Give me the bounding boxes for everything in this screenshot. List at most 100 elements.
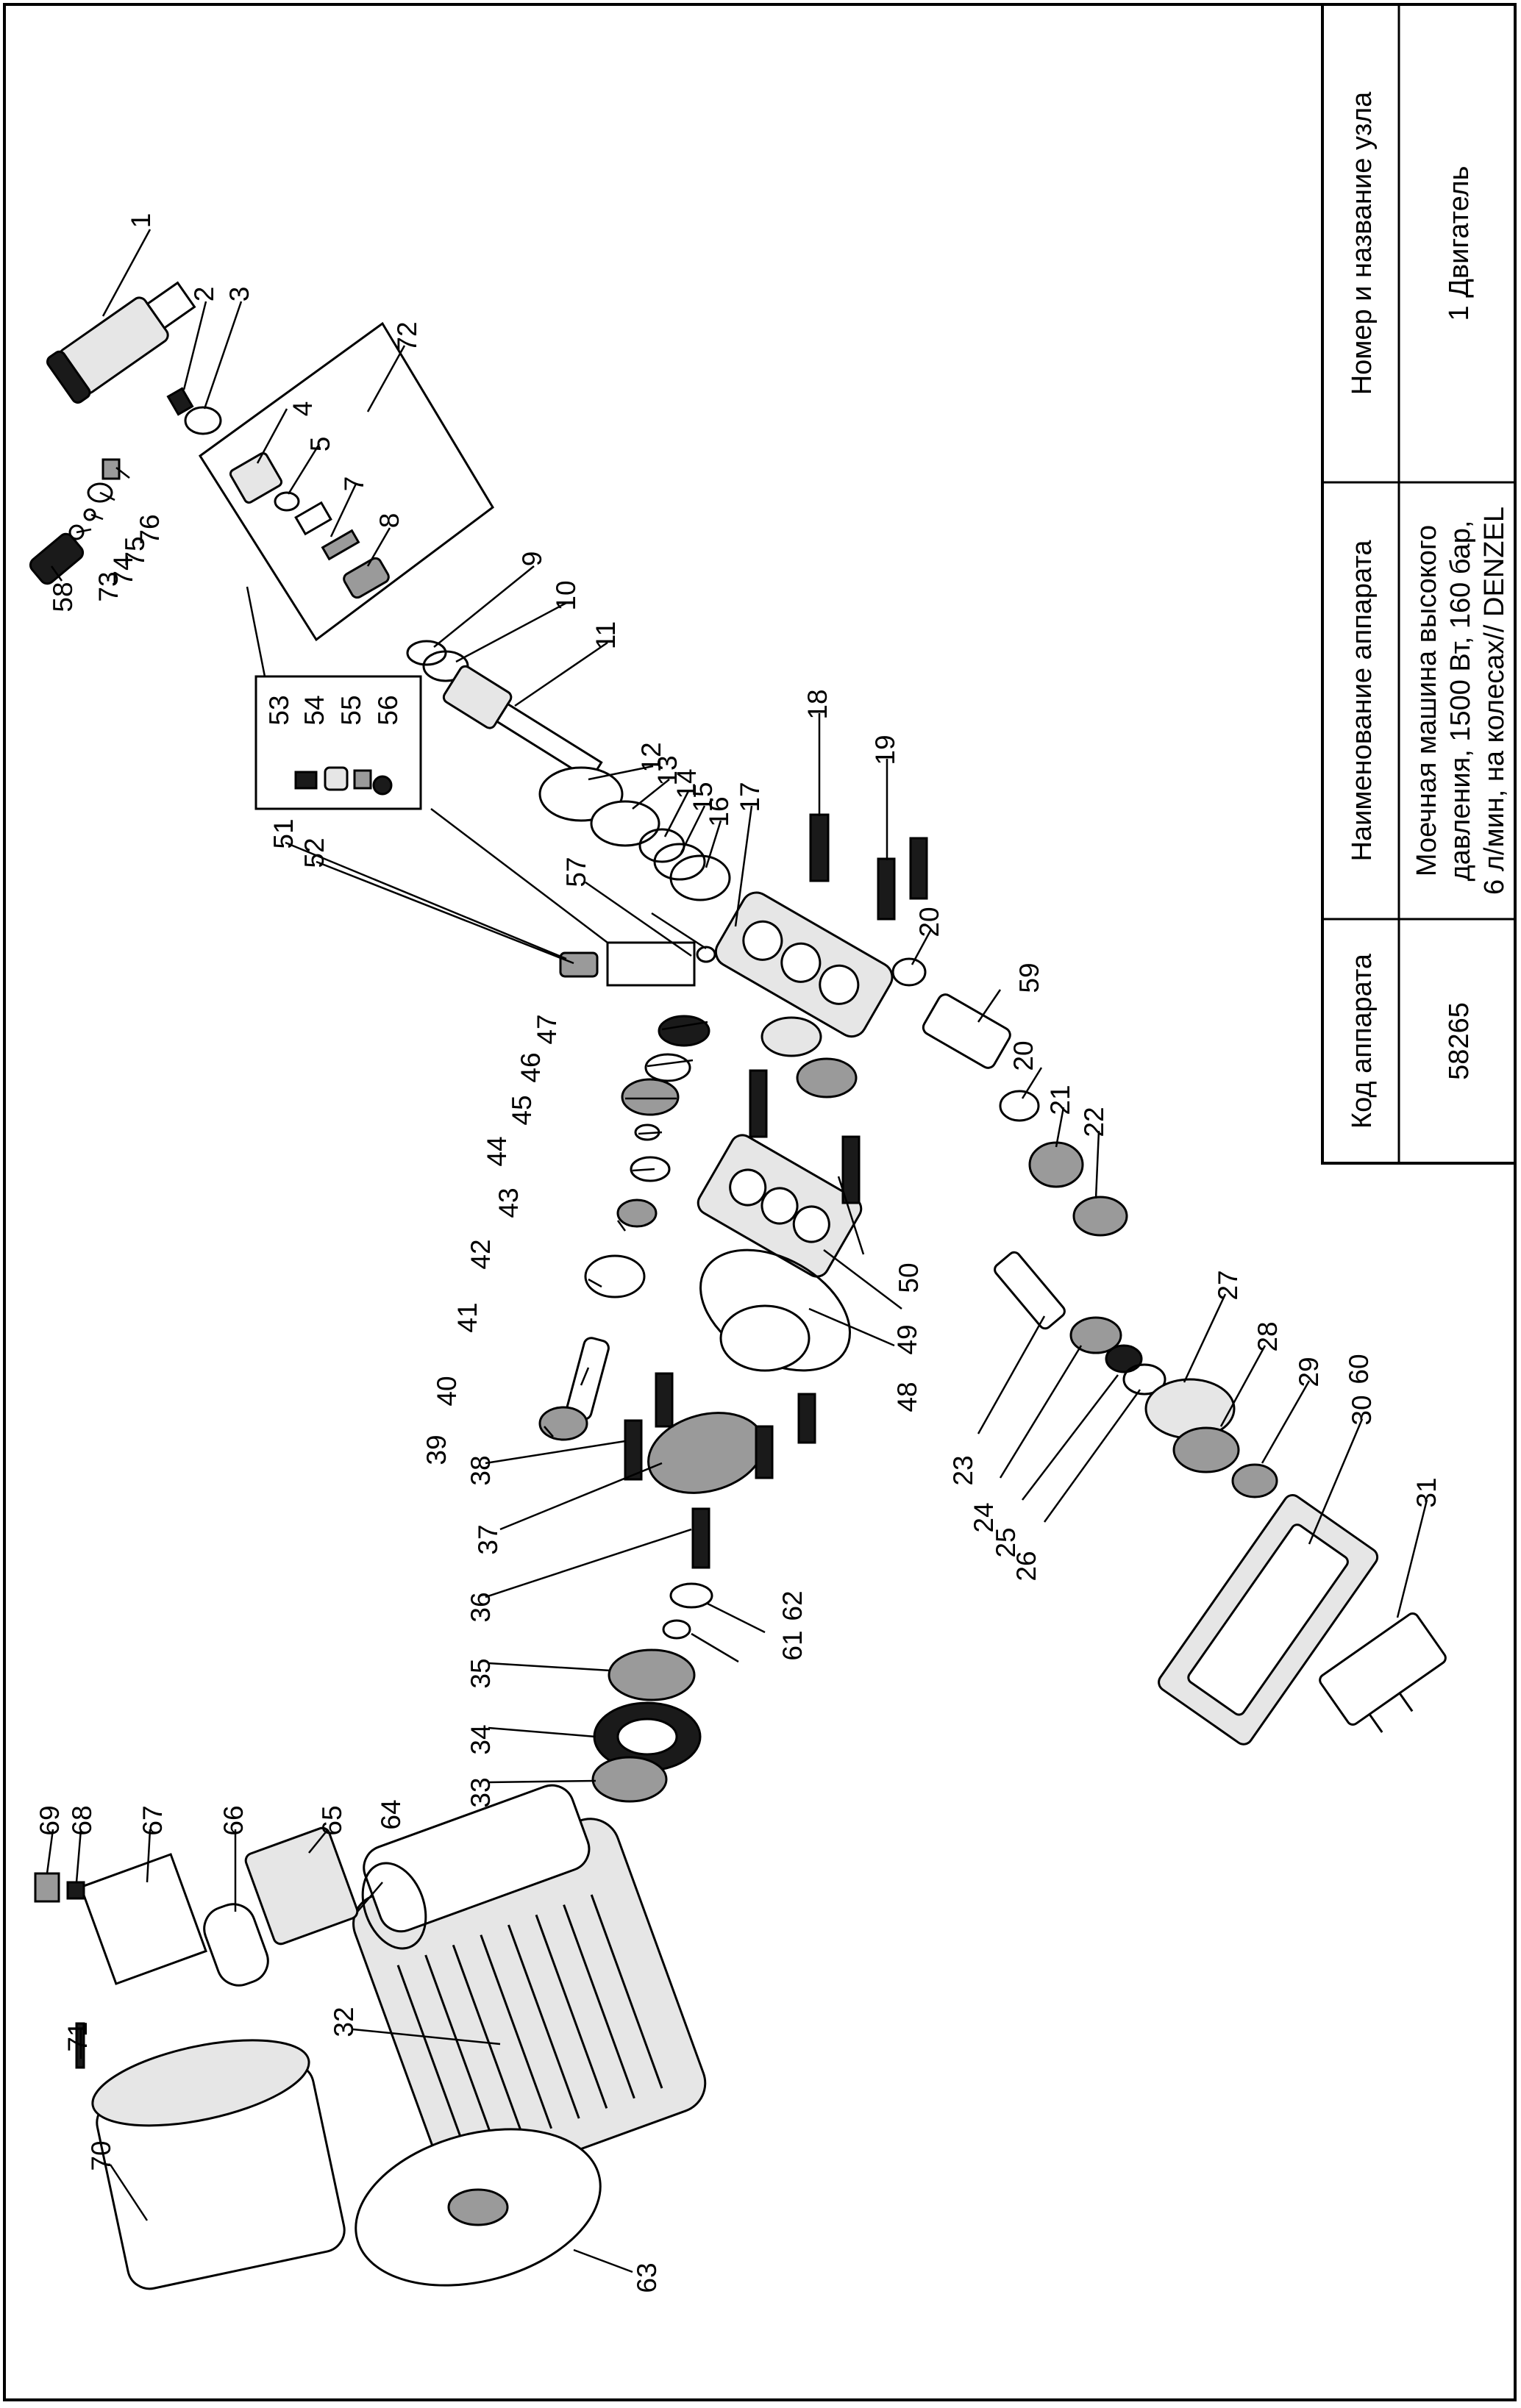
leader-lines — [46, 229, 1428, 2273]
part-label-51: 51 — [268, 818, 299, 848]
part-72-ring — [68, 524, 85, 540]
part-label-2: 2 — [189, 287, 219, 302]
part-20-o-ring-a — [891, 957, 927, 987]
part-label-15: 15 — [688, 782, 718, 812]
part-label-1: 1 — [126, 213, 156, 229]
part-label-44: 44 — [482, 1136, 512, 1166]
part-76-callout-box — [254, 675, 422, 810]
part-16-seal — [669, 854, 731, 901]
part-73-ring — [83, 508, 96, 521]
part-label-18: 18 — [802, 689, 833, 719]
part-seal-pair-top — [760, 1016, 822, 1057]
part-44-seal — [621, 1078, 680, 1116]
part-label-68: 68 — [67, 1805, 97, 1835]
part-45-o-ring — [644, 1053, 691, 1082]
part-label-26: 26 — [1011, 1551, 1041, 1581]
part-label-28: 28 — [1253, 1321, 1283, 1351]
part-label-11: 11 — [591, 621, 621, 649]
part-34-cam — [608, 1648, 696, 1701]
part-label-10: 10 — [551, 580, 581, 610]
part-label-70: 70 — [86, 2140, 116, 2171]
part-label-46: 46 — [516, 1052, 546, 1082]
part-26-ring — [1122, 1363, 1166, 1396]
part-41-seal — [616, 1198, 658, 1228]
part-label-27: 27 — [1213, 1270, 1243, 1300]
part-46-seal — [658, 1015, 710, 1047]
part-label-47: 47 — [532, 1014, 562, 1044]
part-49-bolt-b — [841, 1135, 861, 1204]
part-28-fitting — [1172, 1426, 1240, 1473]
part-55-ring — [372, 775, 393, 796]
part-label-21: 21 — [1045, 1085, 1075, 1115]
part-label-50: 50 — [894, 1262, 924, 1293]
part-label-37: 37 — [473, 1524, 503, 1554]
part-33-bearing-inner — [616, 1718, 678, 1756]
part-25-seal — [1105, 1344, 1143, 1373]
part-32-bearing — [591, 1756, 668, 1803]
part-label-57: 57 — [561, 857, 591, 887]
code-value: 58265 — [1444, 1002, 1475, 1080]
part-label-19: 19 — [870, 735, 900, 765]
part-label-55: 55 — [336, 695, 366, 725]
part-label-52: 52 — [299, 837, 330, 868]
part-label-32: 32 — [329, 2007, 359, 2037]
name-value-line-2: давления, 1500 Вт, 160 бар, — [1445, 521, 1476, 882]
part-69-fan-cover — [91, 2039, 346, 2290]
part-label-64: 64 — [376, 1799, 406, 1829]
part-label-39: 39 — [421, 1435, 452, 1465]
part-31-motor — [352, 1784, 707, 2190]
part-seal-pair-bottom — [796, 1057, 858, 1098]
part-56-ring — [696, 946, 716, 963]
part-label-67: 67 — [138, 1805, 168, 1835]
part-61-washer — [669, 1582, 713, 1609]
part-label-20: 20 — [1008, 1040, 1039, 1071]
part-20-o-ring-b — [999, 1090, 1040, 1122]
outer-frame — [3, 3, 1517, 2401]
part-label-17: 17 — [735, 782, 765, 812]
part-label-59: 59 — [1014, 962, 1044, 993]
part-label-71: 71 — [63, 2021, 93, 2051]
part-60-washer — [662, 1619, 691, 1640]
part-label-34: 34 — [466, 1724, 496, 1754]
part-label-3: 3 — [224, 287, 254, 302]
part-63-gasket — [361, 1862, 427, 1950]
part-76-valve-box — [606, 941, 696, 987]
part-35-bolt — [691, 1507, 710, 1569]
part-74-o-ring — [87, 482, 113, 503]
part-label-29: 29 — [1294, 1357, 1324, 1387]
part-21-cap — [1028, 1141, 1084, 1188]
title-block: Номер и название узла 1 Двигатель Наимен… — [1321, 3, 1517, 1165]
part-label-33: 33 — [466, 1777, 496, 1807]
part-23-rod — [994, 1251, 1066, 1330]
part-label-5: 5 — [305, 437, 335, 452]
part-65-capacitor — [203, 1903, 269, 1987]
part-label-36: 36 — [466, 1592, 496, 1622]
part-30-microswitch — [1319, 1612, 1447, 1733]
part-label-49: 49 — [892, 1324, 922, 1354]
part-label-75: 75 — [120, 536, 150, 566]
part-18-bolt — [809, 813, 830, 882]
part-38-retainer — [538, 1406, 588, 1441]
part-50-plug — [559, 951, 599, 978]
part-40-spring — [584, 1254, 646, 1298]
part-label-76: 76 — [135, 514, 165, 544]
part-19-bolt-b — [909, 837, 928, 900]
part-label-8: 8 — [374, 513, 405, 529]
name-value-line-1: Моечная машина высокого — [1411, 525, 1442, 876]
unit-value: 1 Двигатель — [1444, 166, 1475, 321]
part-label-4: 4 — [288, 401, 318, 417]
part-label-56: 56 — [373, 695, 403, 725]
part-label-25: 25 — [991, 1527, 1021, 1557]
part-58-filter — [922, 993, 1011, 1069]
part-label-30: 30 — [1347, 1395, 1377, 1425]
part-19-bolt-a — [877, 857, 896, 921]
part-label-35: 35 — [466, 1658, 496, 1688]
part-label-41: 41 — [452, 1302, 482, 1332]
part-22-mesh — [1072, 1196, 1128, 1237]
part-37-bolt-c — [755, 1425, 774, 1479]
part-13-spring — [590, 800, 660, 847]
part-label-13: 13 — [652, 755, 683, 785]
